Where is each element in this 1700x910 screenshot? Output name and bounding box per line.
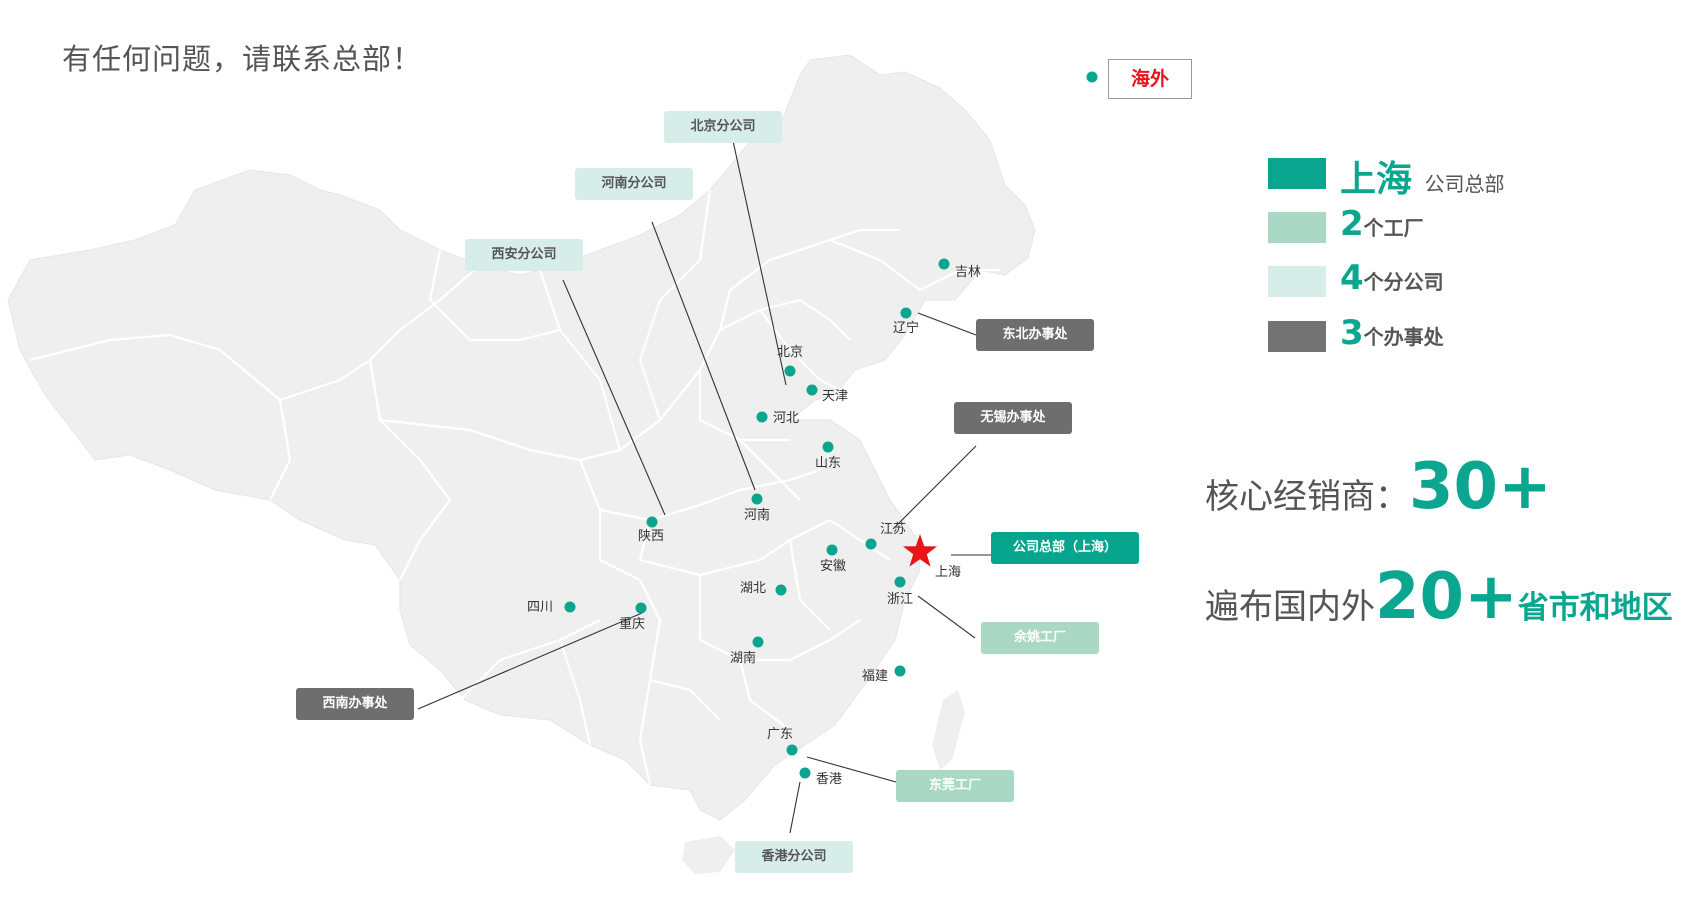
label-wuxi-office: 无锡办事处 (954, 402, 1072, 434)
label-hq-shanghai: 公司总部（上海） (991, 532, 1139, 564)
leader-lines (417, 126, 991, 834)
province-shaanxi: 陕西 (638, 529, 664, 544)
dot-tianjin (806, 384, 818, 396)
stat-dealers-value: 30+ (1409, 450, 1552, 524)
stat-dealers: 核心经销商：30+ (1205, 450, 1552, 524)
stat-coverage: 遍布国内外20+省市和地区 (1205, 560, 1673, 634)
hq-star-icon (902, 534, 938, 567)
label-henan-branch: 河南分公司 (575, 168, 693, 200)
province-zhejiang: 浙江 (887, 592, 913, 607)
legend-hq-desc: 公司总部 (1424, 172, 1505, 196)
dot-chongqing (635, 602, 647, 614)
leader-wuxi-office (892, 445, 977, 530)
stat-coverage-suffix: 省市和地区 (1517, 590, 1673, 626)
province-beijing: 北京 (777, 345, 803, 360)
leader-southwest-office (417, 612, 643, 710)
legend-factory-desc: 个工厂 (1363, 216, 1424, 240)
province-shanghai: 上海 (935, 565, 961, 580)
dot-jiangsu (865, 538, 877, 550)
dot-liaoning (900, 307, 912, 319)
province-anhui: 安徽 (820, 559, 846, 574)
leader-beijing-branch (729, 126, 787, 386)
dot-beijing (784, 365, 796, 377)
legend-factory-count: 2 (1340, 204, 1364, 244)
leader-northeast-office (917, 312, 977, 336)
dot-jilin (938, 258, 950, 270)
map-hainan (682, 836, 735, 874)
stat-coverage-prefix: 遍布国内外 (1205, 587, 1375, 627)
dot-fujian (894, 665, 906, 677)
province-borders (29, 189, 1000, 786)
legend-branch-desc: 个分公司 (1363, 270, 1444, 294)
leader-henan-branch (651, 221, 756, 491)
dot-henan (751, 493, 763, 505)
map-taiwan (932, 690, 965, 770)
label-beijing-branch: 北京分公司 (664, 111, 782, 143)
legend-branch-text: 4个分公司 (1340, 258, 1444, 298)
dot-zhejiang (894, 576, 906, 588)
leader-hongkong-branch (789, 781, 801, 834)
dot-sichuan (564, 601, 576, 613)
province-liaoning: 辽宁 (893, 320, 919, 336)
dot-hebei (756, 411, 768, 423)
legend-hq-swatch (1268, 158, 1326, 189)
label-yuyao-factory: 余姚工厂 (981, 622, 1099, 654)
province-hubei: 湖北 (740, 581, 766, 596)
label-dongguan-factory: 东莞工厂 (896, 770, 1014, 802)
legend-branch-swatch (1268, 266, 1326, 297)
legend-office-text: 3个办事处 (1340, 313, 1444, 353)
province-hunan: 湖南 (730, 650, 756, 666)
province-hongkong: 香港 (816, 772, 842, 787)
legend-office-swatch (1268, 321, 1326, 352)
label-hongkong-branch: 香港分公司 (735, 841, 853, 873)
dot-hunan (752, 636, 764, 648)
province-shandong: 山东 (815, 456, 841, 471)
province-guangdong: 广东 (767, 727, 793, 742)
location-dots (564, 71, 1098, 779)
legend-factory-swatch (1268, 212, 1326, 243)
legend-factory-text: 2个工厂 (1340, 204, 1424, 244)
leader-yuyao-factory (917, 595, 976, 639)
province-sichuan: 四川 (527, 600, 553, 615)
province-chongqing: 重庆 (619, 616, 645, 632)
legend-office-count: 3 (1340, 313, 1364, 353)
map-landmass (7, 54, 1036, 821)
province-henan: 河南 (744, 507, 770, 523)
leader-xian-branch (562, 279, 666, 516)
legend-office-desc: 个办事处 (1363, 325, 1444, 349)
dot-shandong (822, 441, 834, 453)
dot-overseas (1086, 71, 1098, 83)
stat-dealers-label: 核心经销商： (1205, 477, 1409, 517)
province-tianjin: 天津 (822, 389, 848, 404)
overseas-box: 海外 (1108, 59, 1192, 99)
province-hebei: 河北 (773, 411, 799, 426)
dot-shaanxi (646, 516, 658, 528)
legend-hq-city: 上海 (1340, 159, 1413, 200)
dot-anhui (826, 544, 838, 556)
province-jilin: 吉林 (955, 265, 981, 280)
label-northeast-office: 东北办事处 (976, 319, 1094, 351)
dot-guangdong (786, 744, 798, 756)
province-jiangsu: 江苏 (880, 521, 906, 537)
label-xian-branch: 西安分公司 (465, 239, 583, 271)
dot-hubei (775, 584, 787, 596)
leader-dongguan-factory (806, 756, 897, 783)
dot-hongkong (799, 767, 811, 779)
stat-coverage-value: 20+ (1375, 560, 1518, 634)
page-headline: 有任何问题，请联系总部！ (62, 42, 423, 76)
legend-branch-count: 4 (1340, 258, 1364, 298)
province-fujian: 福建 (862, 669, 888, 684)
legend-hq-text: 上海 公司总部 (1340, 150, 1505, 202)
label-southwest-office: 西南办事处 (296, 688, 414, 720)
